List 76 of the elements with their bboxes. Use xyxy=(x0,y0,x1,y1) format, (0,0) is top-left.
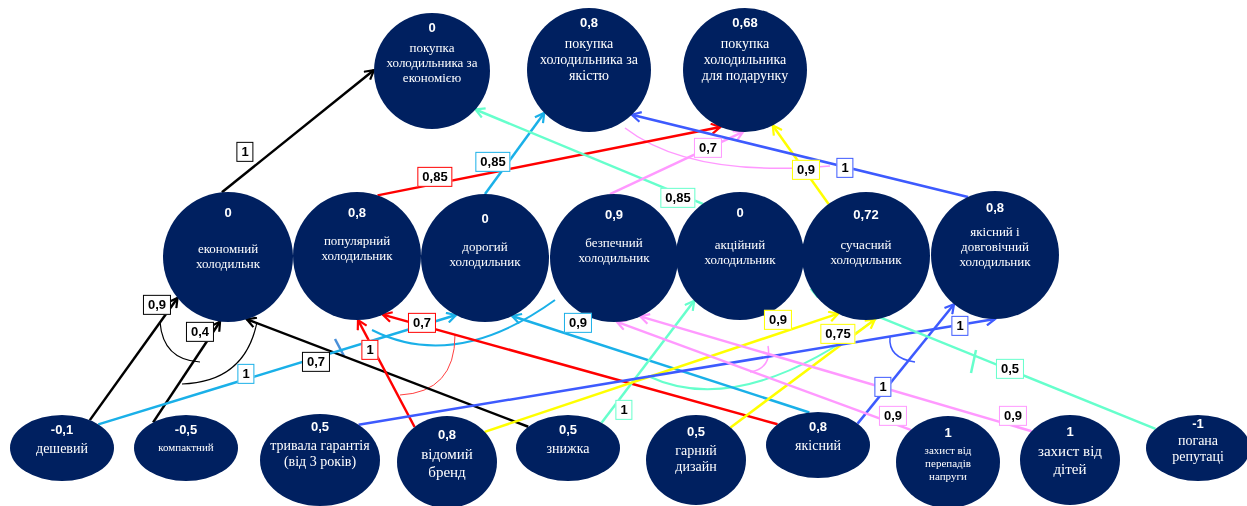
concept-label: гарний дизайн xyxy=(674,443,718,476)
weight-value: 0,5 xyxy=(558,423,578,438)
concept-label: покупка холодильника за якістю xyxy=(539,36,639,85)
edge-label: 0,9 xyxy=(998,405,1028,427)
weight-value: 0 xyxy=(736,206,744,221)
edge-label: 1 xyxy=(615,399,633,421)
concept-label: безпечний холодильник xyxy=(577,236,651,267)
concept-label: сучасний холодильник xyxy=(829,238,903,269)
edge-label: 0,85 xyxy=(417,166,453,188)
weight-value: 0,8 xyxy=(985,201,1005,216)
arrow xyxy=(484,310,840,433)
edge-label: 1 xyxy=(361,339,379,361)
weight-value: 1 xyxy=(1066,425,1074,440)
arrow xyxy=(356,318,416,428)
weight-value: -1 xyxy=(1192,417,1204,432)
arrow xyxy=(600,299,696,424)
concept-label: акційний холодильник xyxy=(703,238,777,269)
arrow xyxy=(152,320,222,424)
concept-label: захист від дітей xyxy=(1037,443,1103,478)
edge-label: 1 xyxy=(236,141,254,163)
arrow xyxy=(510,312,810,414)
edge-label: 0,9 xyxy=(791,159,821,181)
edge-label: 0,9 xyxy=(142,294,172,316)
edge-label: 0,7 xyxy=(693,137,723,159)
concept-label: якісний xyxy=(794,438,842,455)
weight-value: -0,1 xyxy=(50,423,74,438)
arrow xyxy=(245,316,529,428)
arrow xyxy=(856,303,956,425)
weight-value: 0 xyxy=(224,206,232,221)
arrow xyxy=(88,296,179,421)
arrow xyxy=(484,111,546,195)
weight-value: 0,8 xyxy=(579,16,599,31)
edge-label: 1 xyxy=(237,363,255,385)
edge-label: 0,7 xyxy=(407,312,437,334)
edge-label: 0,9 xyxy=(563,312,593,334)
arrow xyxy=(221,68,376,194)
arrow xyxy=(630,111,969,199)
weight-value: 0,68 xyxy=(732,16,758,31)
edge-label: 0,85 xyxy=(660,187,696,209)
concept-label: знижка xyxy=(545,441,591,458)
edge-label: 0,4 xyxy=(185,321,215,343)
weight-value: 0,5 xyxy=(686,425,706,440)
arrow xyxy=(377,122,722,197)
concept-label: покупка холодильника для подарунку xyxy=(700,36,790,85)
concept-label: захист від перепадів напруги xyxy=(923,444,973,483)
weight-value: 0 xyxy=(481,212,489,227)
concept-label: погана репутаці xyxy=(1171,433,1225,466)
concept-label: популярний холодильник xyxy=(320,234,394,265)
edge-label: 1 xyxy=(951,315,969,337)
edge-label: 1 xyxy=(874,376,892,398)
concept-label: тривала гарантія (від 3 років) xyxy=(270,438,370,471)
arrow xyxy=(381,311,778,426)
edge-label: 0,9 xyxy=(878,405,908,427)
weight-value: 0,9 xyxy=(604,208,624,223)
edge-label: 0,9 xyxy=(763,309,793,331)
concept-label: дорогий холодильник xyxy=(448,240,522,271)
weight-value: 0,8 xyxy=(808,420,828,435)
weight-value: 0,8 xyxy=(347,206,367,221)
weight-value: 1 xyxy=(944,426,952,441)
concept-label: економний холодильнк xyxy=(194,242,262,273)
weight-value: 0,72 xyxy=(853,208,879,223)
edge-label: 0,7 xyxy=(301,351,331,373)
weight-value: 0,5 xyxy=(310,420,330,435)
weight-value: 0,8 xyxy=(437,428,457,443)
edge-label: 0,75 xyxy=(820,323,856,345)
edge-label: 0,5 xyxy=(995,358,1025,380)
concept-label: відомий бренд xyxy=(420,446,474,481)
concept-label: покупка холодильника за економією xyxy=(386,41,478,87)
weight-value: 0 xyxy=(428,21,436,36)
concept-label: дешевий xyxy=(35,441,89,458)
weight-value: -0,5 xyxy=(174,423,198,438)
edge-label: 0,85 xyxy=(475,151,511,173)
arrow xyxy=(729,318,876,429)
concept-label: якісний і довговічний холодильник xyxy=(958,225,1032,271)
concept-label: компактний xyxy=(157,441,215,454)
edge-label: 1 xyxy=(836,157,854,179)
